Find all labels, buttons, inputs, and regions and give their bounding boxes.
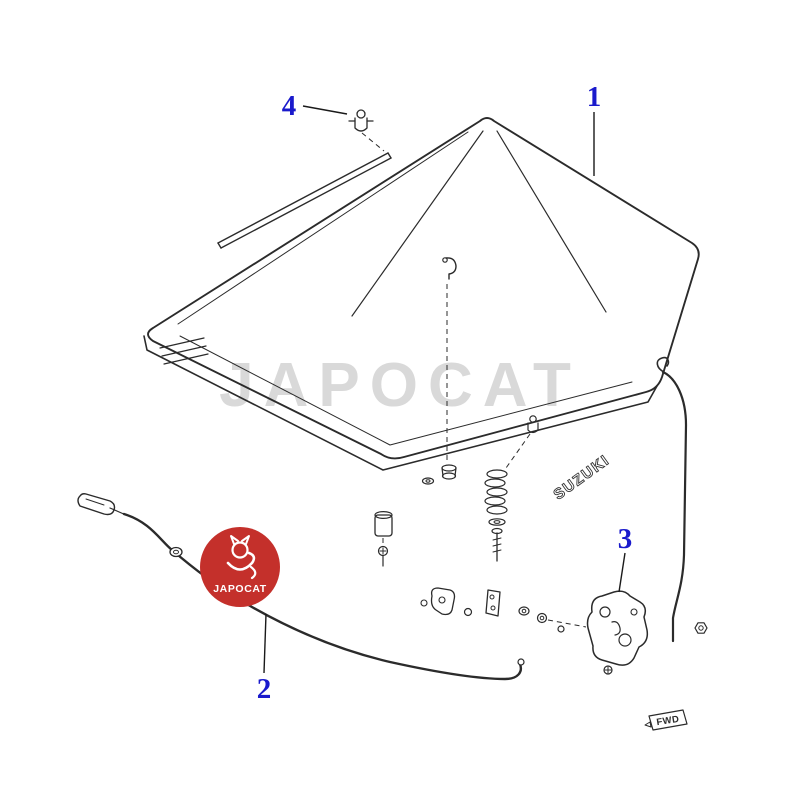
callout-4-label[interactable]: 4 [282,90,297,122]
fwd-badge: FWD [644,709,688,731]
callout-2-label[interactable]: 2 [257,673,272,705]
washer [536,612,548,624]
callout-2-leader [263,613,267,674]
hood-hardware [374,415,587,633]
rod-nut [694,622,708,634]
cat-doodle-icon [226,535,257,580]
callout-4: 4 [282,90,348,122]
bracket-plate [485,589,501,617]
suzuki-emblem: SUZUKI [550,451,613,504]
callout-1: 1 [587,81,602,176]
washer-small [557,625,565,633]
nut [518,606,530,616]
logo-circle [200,527,280,607]
clip-part [348,109,385,152]
hood-seal-strip [217,152,392,249]
callout-3-label[interactable]: 3 [618,523,633,555]
logo-text: JAPOCAT [213,583,267,595]
japocat-logo: JAPOCAT [200,527,280,607]
cable-grommet [169,546,183,558]
spring [484,469,508,515]
watermark-text: JAPOCAT [219,351,581,420]
hood-latch-assembly [586,590,649,675]
hood-panel [143,117,700,471]
callout-3: 3 [618,523,633,593]
hood-hook-clip [442,257,457,462]
small-bolt [463,607,473,617]
cable-handle [77,493,127,516]
callout-4-leader [302,105,348,115]
release-cable [77,493,525,681]
cushion [374,511,393,567]
callout-2: 2 [257,613,272,705]
cable-end-fitting [517,658,525,666]
callout-1-label[interactable]: 1 [587,81,602,113]
bolt [491,527,503,562]
suzuki-emblem-text: SUZUKI [550,452,612,504]
cable-clamp [420,587,456,616]
fwd-badge-text: FWD [656,714,681,728]
support-rod [656,356,708,643]
callout-3-leader [618,552,626,593]
